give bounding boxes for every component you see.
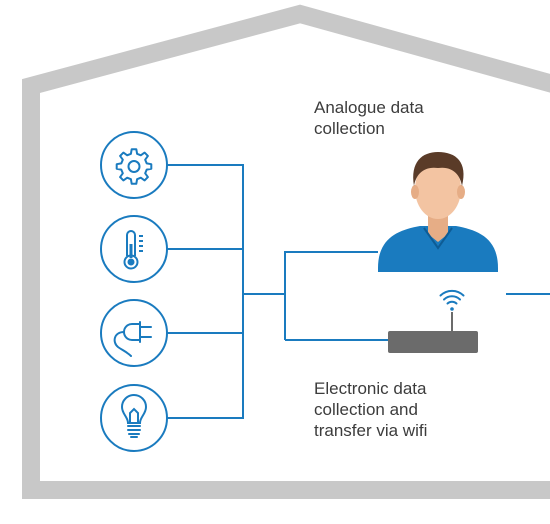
wifi-signal-icon bbox=[439, 289, 465, 311]
person-face bbox=[415, 159, 461, 219]
electronic-label-line: Electronic data bbox=[314, 379, 427, 398]
analogue-label-line: Analogue data bbox=[314, 98, 424, 117]
person-hair bbox=[413, 152, 464, 186]
electronic-label-line: transfer via wifi bbox=[314, 421, 428, 440]
person-collar bbox=[423, 227, 453, 250]
person-icon bbox=[378, 152, 498, 272]
lightbulb-input bbox=[100, 384, 168, 452]
analogue-label-line: collection bbox=[314, 119, 385, 138]
electronic-label-line: collection and bbox=[314, 400, 418, 419]
analogue-collection-label: Analogue data collection bbox=[314, 97, 424, 139]
wifi-router-icon bbox=[388, 289, 478, 353]
gear-icon bbox=[115, 148, 153, 185]
router-body bbox=[388, 331, 478, 353]
electronic-collection-label: Electronic data collection and transfer … bbox=[314, 378, 427, 441]
plug-input bbox=[100, 299, 168, 367]
connector-lines bbox=[167, 164, 550, 419]
thermometer-icon bbox=[123, 230, 143, 270]
person-neck bbox=[428, 214, 448, 242]
plug-icon bbox=[113, 321, 152, 357]
gear-input bbox=[100, 131, 168, 199]
house-outline bbox=[22, 4, 550, 490]
thermometer-input bbox=[100, 215, 168, 283]
lightbulb-icon bbox=[120, 394, 148, 438]
